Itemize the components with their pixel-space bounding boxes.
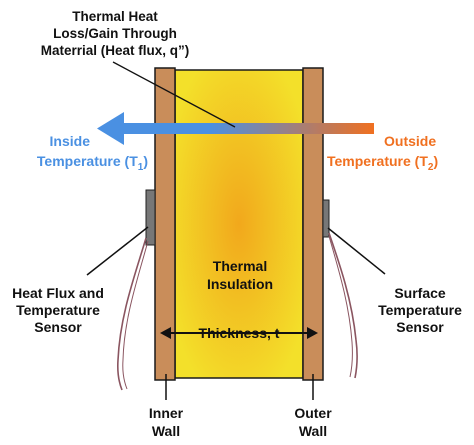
inside-label-line2: Temperature (T1) — [37, 153, 148, 173]
heat-flux-title-line1: Thermal Heat — [72, 9, 158, 24]
thickness-arrow-left — [160, 327, 171, 339]
heat-flux-title-line3: Materrial (Heat flux, q”) — [41, 43, 190, 58]
surface-sensor-leader — [327, 227, 386, 275]
heat-flux-sensor-leader — [86, 226, 149, 276]
heat-flux-sensor — [145, 189, 156, 246]
hf-sensor-label-line2: Temperature — [16, 302, 100, 318]
surface-sensor-wire — [328, 232, 358, 379]
surface-temperature-sensor — [322, 199, 330, 238]
hf-sensor-label-line3: Sensor — [34, 319, 82, 335]
heat-flux-sensor-wire — [117, 237, 147, 391]
inside-temp-sub: 1 — [138, 162, 144, 173]
outside-temp-close: ) — [433, 153, 438, 169]
outer-wall-label-line1: Outer — [294, 405, 332, 421]
outside-label-line1: Outside — [384, 133, 436, 149]
insulation-label-line2: Insulation — [207, 276, 273, 292]
insulation-label-line1: Thermal — [213, 258, 267, 274]
heat-flux-pointer — [112, 61, 236, 128]
heat-flux-arrow-head — [97, 112, 124, 145]
inner-wall-label-line2: Wall — [152, 423, 180, 439]
outside-temp-sub: 2 — [428, 162, 434, 173]
thermal-insulation-layer — [174, 69, 304, 379]
thickness-arrow-right — [307, 327, 318, 339]
inner-wall-label-line1: Inner — [149, 405, 184, 421]
surface-sensor-label-line1: Surface — [394, 285, 446, 301]
outside-label-line2: Temperature (T2) — [327, 153, 438, 173]
outside-temp-main: Temperature (T — [327, 153, 428, 169]
heat-flux-sensor-wire-2 — [122, 240, 149, 390]
hf-sensor-label-line1: Heat Flux and — [12, 285, 104, 301]
heat-flux-arrow-shaft — [120, 123, 374, 134]
inside-temp-main: Temperature (T — [37, 153, 138, 169]
outer-wall-label-line2: Wall — [299, 423, 327, 439]
inside-temp-close: ) — [143, 153, 148, 169]
surface-sensor-label-line3: Sensor — [396, 319, 444, 335]
heat-flux-title-line2: Loss/Gain Through — [53, 26, 177, 41]
surface-sensor-wire-2 — [328, 235, 353, 378]
inside-label-line1: Inside — [50, 133, 91, 149]
surface-sensor-label-line2: Temperature — [378, 302, 462, 318]
thickness-label: Thickness, t — [199, 325, 280, 341]
